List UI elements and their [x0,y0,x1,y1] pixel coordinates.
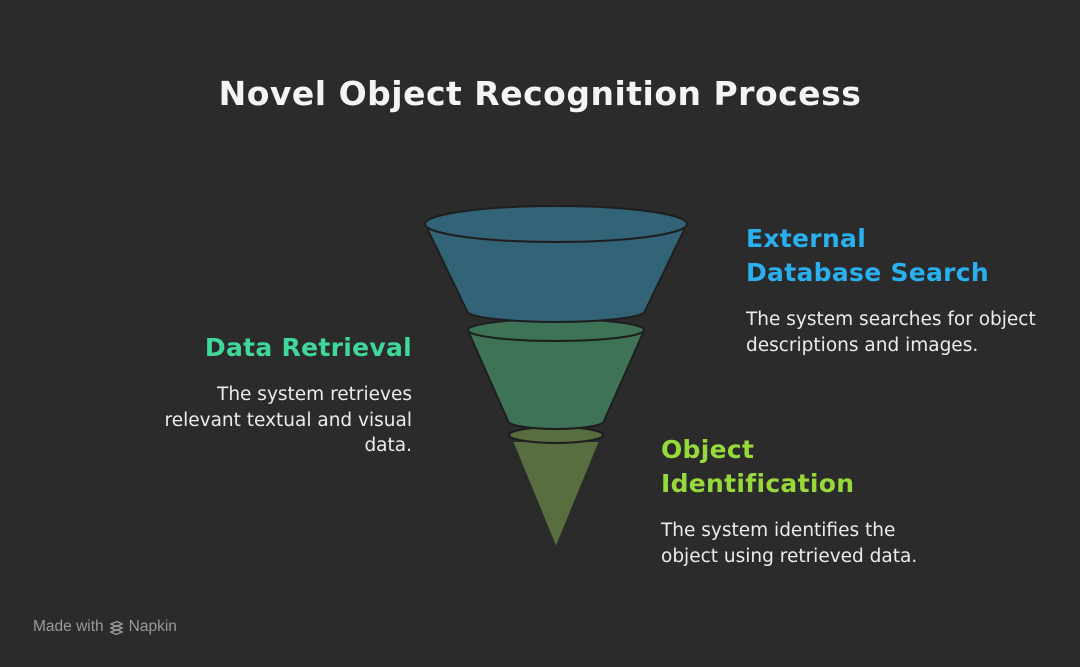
stage-data-retrieval: Data Retrieval The system retrieves rele… [150,331,412,459]
napkin-logo-icon [108,620,124,635]
footer-brand: Napkin [128,618,177,635]
stage-external-database-search: External Database Search The system sear… [746,222,1036,358]
funnel-stage-bottom [508,426,604,551]
stage-description: The system retrieves relevant textual an… [164,384,412,456]
page-title: Novel Object Recognition Process [218,74,862,113]
funnel-stage-middle [467,318,645,430]
stage-description: The system identifies the object using r… [661,520,918,567]
stage-heading: Object Identification [661,435,855,498]
stage-heading: Data Retrieval [204,333,412,362]
funnel-stage-top [424,205,688,323]
stage-heading: External Database Search [746,224,990,287]
stage-object-identification: Object Identification The system identif… [661,433,951,569]
stage-description: The system searches for object descripti… [746,309,1036,356]
footer-prefix: Made with [33,618,104,635]
made-with-napkin-credit[interactable]: Made with Napkin [33,618,177,636]
